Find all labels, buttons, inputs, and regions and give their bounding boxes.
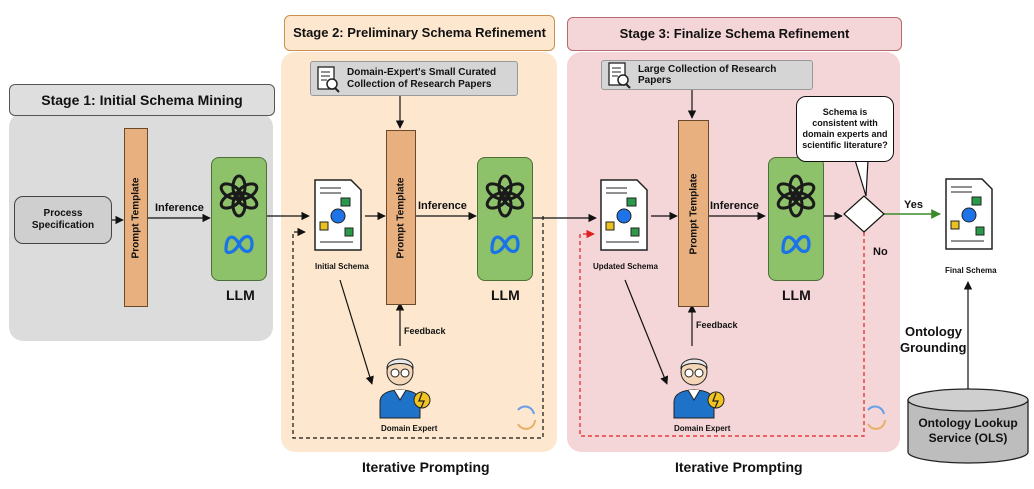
- source-papers-stage2-label: Domain-Expert's Small Curated Collection…: [347, 67, 497, 90]
- schema-document-icon: [314, 179, 362, 251]
- prompt-template-3: Prompt Template: [678, 120, 709, 307]
- meta-icon: [224, 234, 254, 255]
- domain-expert-icon: [379, 358, 431, 419]
- openai-icon: [219, 174, 259, 218]
- feedback-label-2: Feedback: [404, 326, 446, 336]
- llm-label-3: LLM: [782, 287, 811, 303]
- iterative-prompting-label-2: Iterative Prompting: [362, 459, 490, 475]
- llm-box-1: [211, 157, 267, 281]
- process-spec-box: Process Specification: [14, 196, 112, 244]
- domain-expert-stage2: [374, 346, 432, 419]
- ols-label: Ontology Lookup Service (OLS): [912, 416, 1024, 446]
- iterative-prompting-label-3: Iterative Prompting: [675, 459, 803, 475]
- decision-bubble: Schema is consistent with domain experts…: [796, 96, 894, 162]
- decision-diamond: [843, 195, 885, 233]
- prompt-template-2: Prompt Template: [386, 130, 416, 305]
- llm-box-3: [768, 157, 824, 281]
- meta-icon: [781, 234, 811, 255]
- llm-label-1: LLM: [226, 287, 255, 303]
- source-papers-stage3-label: Large Collection of Research Papers: [638, 63, 777, 87]
- updated-schema-label: Updated Schema: [593, 262, 658, 271]
- inference-label-1: Inference: [155, 202, 204, 214]
- domain-expert-label-2: Domain Expert: [381, 424, 438, 433]
- domain-expert-label-3: Domain Expert: [674, 424, 731, 433]
- stage3-title: Stage 3: Finalize Schema Refinement: [567, 17, 902, 51]
- document-search-icon: [608, 62, 631, 89]
- llm-box-2: [477, 157, 533, 281]
- ontology-grounding-label: Ontology Grounding: [900, 324, 966, 357]
- updated-schema-doc: [597, 178, 651, 252]
- schema-document-icon: [945, 178, 993, 250]
- ontology-grounding-text: Ontology Grounding: [900, 324, 967, 356]
- loop-stage3-no: [579, 229, 865, 437]
- domain-expert-stage3: [668, 346, 726, 419]
- document-search-icon: [317, 65, 340, 93]
- yes-label: Yes: [904, 199, 923, 211]
- loop-stage2: [292, 216, 544, 439]
- no-label: No: [873, 246, 888, 258]
- inference-label-3: Inference: [710, 200, 759, 212]
- final-schema-label: Final Schema: [945, 266, 997, 275]
- source-papers-stage2: Domain-Expert's Small Curated Collection…: [310, 61, 518, 96]
- domain-expert-icon: [673, 358, 725, 419]
- prompt-template-1: Prompt Template: [124, 128, 148, 307]
- stage1-title: Stage 1: Initial Schema Mining: [9, 84, 275, 116]
- initial-schema-doc: [311, 178, 365, 252]
- arrow-updated-to-expert3: [624, 279, 669, 385]
- process-spec-label: Process Specification: [31, 208, 95, 231]
- schema-document-icon: [600, 179, 648, 251]
- decision-question: Schema is consistent with domain experts…: [802, 107, 888, 150]
- feedback-label-3: Feedback: [696, 320, 738, 330]
- ols-text: Ontology Lookup Service (OLS): [918, 416, 1018, 445]
- stage2-title: Stage 2: Preliminary Schema Refinement: [284, 15, 555, 51]
- inference-label-2: Inference: [418, 200, 467, 212]
- llm-label-2: LLM: [491, 287, 520, 303]
- initial-schema-label: Initial Schema: [315, 262, 369, 271]
- meta-icon: [490, 234, 520, 255]
- openai-icon: [776, 174, 816, 218]
- source-papers-stage3: Large Collection of Research Papers: [601, 60, 813, 90]
- bubble-tail: [854, 159, 869, 197]
- openai-icon: [485, 174, 525, 218]
- final-schema-doc: [942, 177, 996, 251]
- arrow-initial-to-expert2: [339, 279, 374, 385]
